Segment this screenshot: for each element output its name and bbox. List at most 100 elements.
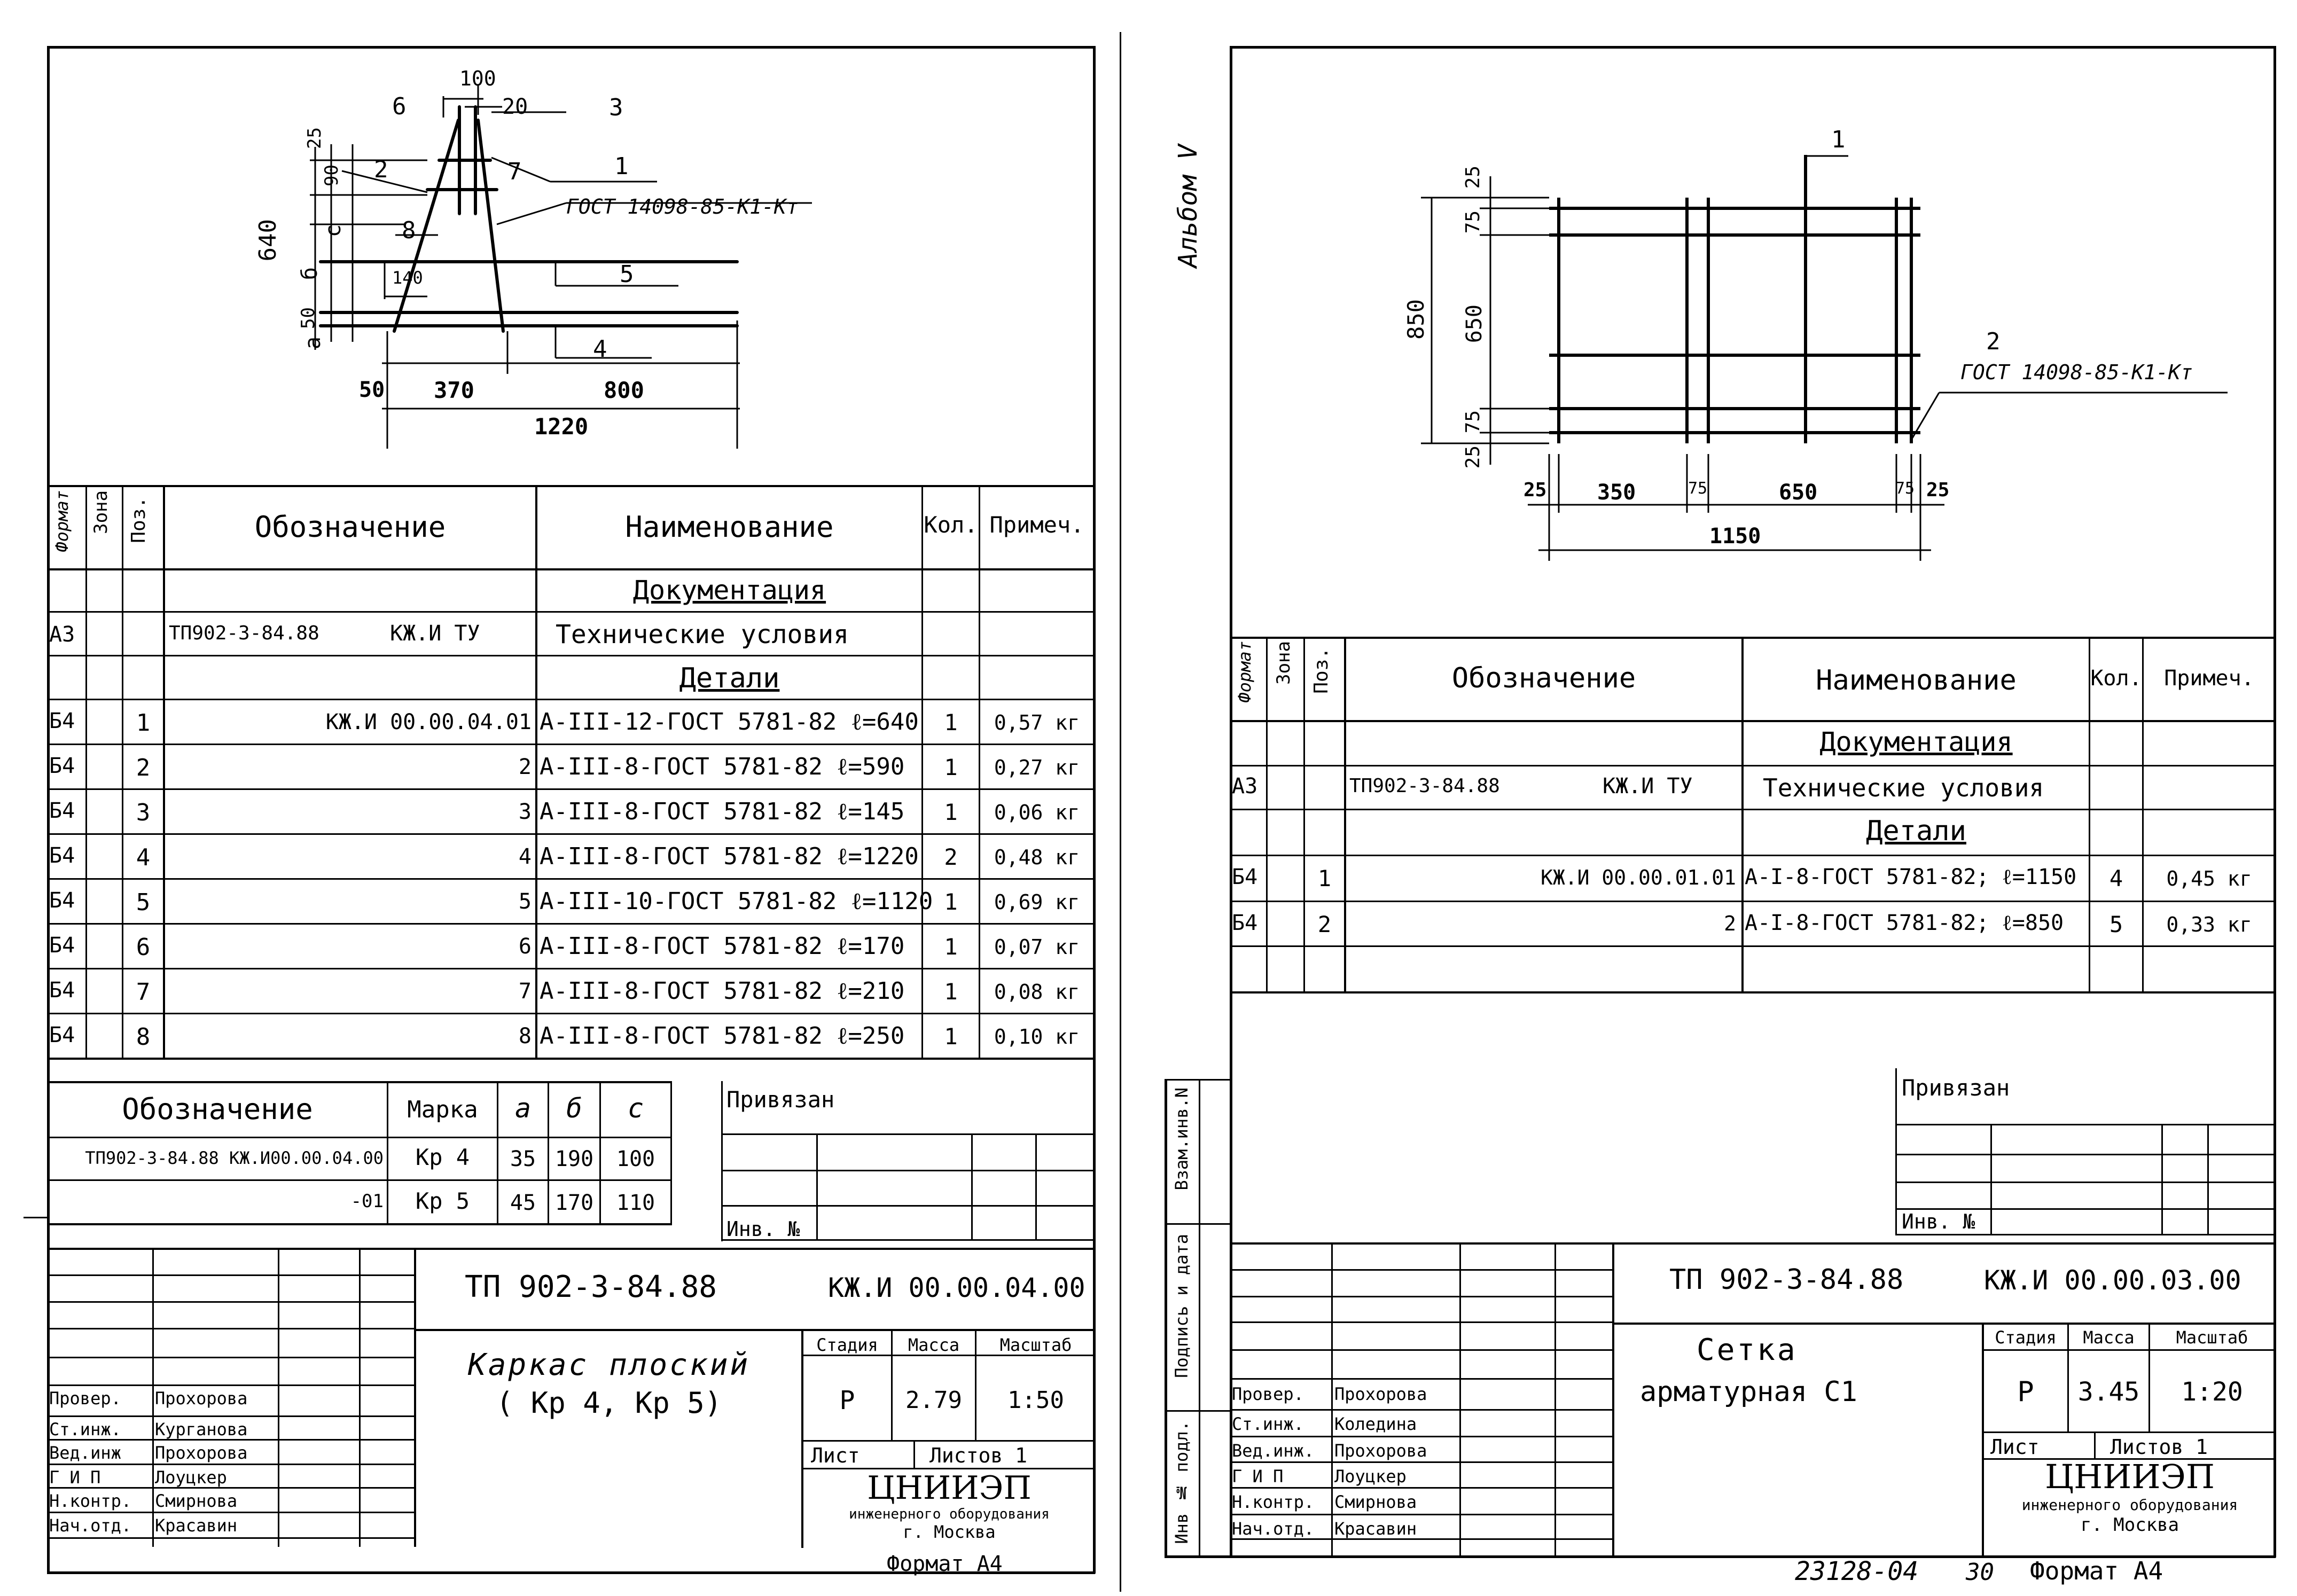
dim-b: б xyxy=(298,267,322,280)
row-note: 0,57 кг xyxy=(994,711,1080,734)
dim-20: 20 xyxy=(502,95,528,119)
tb-scale: 1:50 xyxy=(1007,1387,1064,1414)
tb-org-2: инженерного оборудования xyxy=(2021,1496,2238,1514)
callout-6: 6 xyxy=(392,93,407,120)
dim-base-50: 50 xyxy=(359,378,385,402)
signer-name: Смирнова xyxy=(155,1491,238,1511)
row-pos: 4 xyxy=(136,844,151,871)
dim-v75b: 75 xyxy=(1462,410,1484,434)
row-pos: 3 xyxy=(136,799,151,826)
row-qty: 2 xyxy=(944,844,958,870)
tb-project: ТП 902-3-84.88 xyxy=(465,1270,717,1304)
row-qty: 4 xyxy=(2109,865,2123,891)
row-oboz: 3 xyxy=(518,800,532,824)
var-row2-oboz: -01 xyxy=(350,1191,384,1212)
head-zone: Зона xyxy=(1273,641,1294,685)
row-note: 0,33 кг xyxy=(2166,913,2252,936)
row-format: Б4 xyxy=(49,754,75,778)
tb-stage-label: Стадия xyxy=(1995,1327,2057,1348)
dim-25: 25 xyxy=(304,127,325,149)
signer-name: Смирнова xyxy=(1334,1492,1417,1512)
var-row2-a: 45 xyxy=(510,1191,536,1215)
head-format: Формат xyxy=(1235,641,1255,703)
row-note: 0,48 кг xyxy=(994,846,1080,869)
row-qty: 1 xyxy=(944,889,958,915)
row-pos: 7 xyxy=(136,979,151,1006)
format-label: Формат А4 xyxy=(887,1552,1003,1576)
dim-h75a: 75 xyxy=(1688,479,1708,498)
row-qty: 1 xyxy=(944,934,958,960)
row-name: А-I-8-ГОСТ 5781-82; ℓ=1150 xyxy=(1745,865,2077,889)
row-qty: 1 xyxy=(944,799,958,825)
head-qty: Кол. xyxy=(924,512,978,538)
row-name: А-III-10-ГОСТ 5781-82 ℓ=1120 xyxy=(540,888,933,915)
tb-sheet-label: Лист xyxy=(1990,1435,2040,1459)
tb-org-2: инженерного оборудования xyxy=(849,1506,1050,1522)
row-format: Б4 xyxy=(49,888,75,913)
row-name: А-I-8-ГОСТ 5781-82; ℓ=850 xyxy=(1745,911,2064,935)
tb-org-1: ЦНИИЭП xyxy=(2045,1457,2215,1496)
tb-mass-label: Масса xyxy=(2083,1327,2135,1348)
row-note: 0,07 кг xyxy=(994,935,1080,959)
row-pos: 2 xyxy=(1317,911,1332,937)
inv-label: Инв. № xyxy=(726,1217,800,1241)
row-qty: 5 xyxy=(2109,911,2123,937)
row-note: 0,69 кг xyxy=(994,890,1080,914)
dim-640: 640 xyxy=(254,219,282,262)
dim-650: 650 xyxy=(1462,304,1487,343)
tb-mass: 3.45 xyxy=(2077,1377,2140,1407)
var-row1-oboz: ТП902-3-84.88 КЖ.И00.00.04.00 xyxy=(85,1148,384,1168)
row-name: А-III-8-ГОСТ 5781-82 ℓ=210 xyxy=(540,977,905,1005)
head-name: Наименование xyxy=(625,510,834,544)
tb-scale-label: Масштаб xyxy=(999,1335,1072,1355)
var-row2-mark: Кр 5 xyxy=(415,1188,470,1214)
callout-8: 8 xyxy=(402,217,416,244)
head-pos: Поз. xyxy=(128,497,150,543)
head-qty: Кол. xyxy=(2090,666,2142,691)
privyazan-label: Привязан xyxy=(1902,1075,2010,1101)
section-details: Детали xyxy=(679,662,780,694)
row-name: А-III-8-ГОСТ 5781-82 ℓ=170 xyxy=(540,933,905,960)
section-doc: Документация xyxy=(1819,726,2013,757)
tb-sheets-label: Листов 1 xyxy=(2110,1435,2208,1459)
var-row1-mark: Кр 4 xyxy=(415,1144,470,1170)
row-qty: 1 xyxy=(944,1023,958,1050)
signer-name: Лоуцкер xyxy=(1334,1466,1407,1487)
row-qty: 1 xyxy=(944,709,958,736)
head-format: Формат xyxy=(52,490,72,552)
dim-h75b: 75 xyxy=(1895,479,1915,498)
signer-role: Нач.отд. xyxy=(49,1515,132,1536)
callout-2: 2 xyxy=(374,156,388,183)
row-pos: 1 xyxy=(136,709,151,737)
row-name: А-III-8-ГОСТ 5781-82 ℓ=1220 xyxy=(540,843,919,870)
var-row1-c: 100 xyxy=(616,1147,655,1171)
row-oboz: 2 xyxy=(1724,912,1736,935)
row-note: 0,45 кг xyxy=(2166,867,2252,890)
dim-v75a: 75 xyxy=(1462,210,1484,234)
row-oboz: 8 xyxy=(518,1024,532,1049)
row-format: Б4 xyxy=(49,978,75,1003)
tb-stage: Р xyxy=(2017,1376,2034,1408)
row-qty: 1 xyxy=(944,979,958,1005)
head-name: Наименование xyxy=(1816,664,2017,697)
tb-code: КЖ.И 00.00.03.00 xyxy=(1984,1265,2241,1296)
tb-mass-label: Масса xyxy=(908,1335,960,1355)
row-oboz: КЖ.И 00.00.04.01 xyxy=(325,710,532,734)
dim-base-1220: 1220 xyxy=(534,413,589,440)
callout-7: 7 xyxy=(507,158,522,185)
tb-org-3: г. Москва xyxy=(2080,1514,2179,1536)
callout-3: 3 xyxy=(609,94,623,121)
section-details: Детали xyxy=(1866,815,1966,847)
dim-100-90: 90 xyxy=(321,165,342,186)
doc-oboz2: КЖ.И ТУ xyxy=(1603,774,1693,799)
dim-a: a xyxy=(301,337,325,350)
row-pos: 6 xyxy=(136,934,151,961)
dim-v25a: 25 xyxy=(1462,166,1484,189)
head-oboz: Обозначение xyxy=(254,510,446,544)
callout-1: 1 xyxy=(614,153,629,180)
row-name: А-III-8-ГОСТ 5781-82 ℓ=250 xyxy=(540,1022,905,1050)
inv-label: Инв. № xyxy=(1902,1210,1975,1233)
privyazan-label: Привязан xyxy=(726,1086,835,1113)
format-label: Формат А4 xyxy=(2030,1556,2163,1585)
tb-stage: Р xyxy=(839,1386,855,1415)
